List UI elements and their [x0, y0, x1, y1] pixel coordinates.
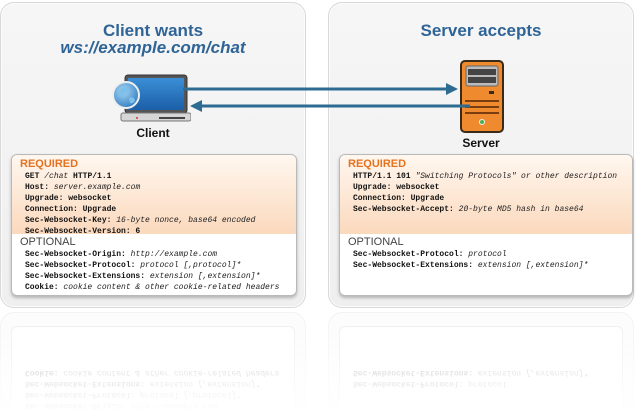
request-line: GET /chat HTTP/1.1: [25, 172, 112, 181]
server-label: Server: [462, 136, 500, 150]
header-sec-websocket-version: Sec-Websocket-Version: 6: [25, 227, 141, 236]
header-upgrade: Upgrade: websocket: [25, 194, 112, 203]
server-required-section: REQUIRED HTTP/1.1 101 "Switching Protoco…: [340, 155, 632, 234]
header-sec-websocket-origin: Sec-Websocket-Origin: http://example.com: [25, 250, 218, 259]
client-required-heading: REQUIRED: [20, 158, 79, 170]
header-sec-websocket-key: Sec-Websocket-Key: 16-byte nonce, base64…: [25, 216, 256, 225]
header-sec-websocket-extensions: Sec-Websocket-Extensions: extension [,ex…: [353, 261, 589, 270]
header-connection: Connection: Upgrade: [25, 205, 117, 214]
header-sec-websocket-protocol: Sec-Websocket-Protocol: protocol [,proto…: [25, 261, 242, 270]
client-title: Client wants: [102, 21, 204, 40]
client-panel-reflection: Sec-Websocket-Origin: http://example.com…: [0, 312, 306, 416]
server-panel: Server accepts Server REQUIRED HTTP/1.1 …: [328, 2, 634, 308]
client-headers-card: REQUIRED GET /chat HTTP/1.1 Host: server…: [11, 154, 297, 296]
server-headers-card: REQUIRED HTTP/1.1 101 "Switching Protoco…: [339, 154, 633, 296]
laptop-with-globe-icon: [112, 74, 191, 122]
server-tower-icon: [460, 60, 504, 133]
client-panel: Client wants ws://example.com/chat Clien…: [0, 2, 306, 308]
client-optional-heading: OPTIONAL: [20, 236, 76, 248]
header-sec-websocket-accept: Sec-Websocket-Accept: 20-byte MD5 hash i…: [353, 205, 584, 214]
header-host: Host: server.example.com: [25, 183, 141, 192]
server-panel-reflection: Sec-Websocket-Protocol: protocol Sec-Web…: [328, 312, 634, 416]
header-sec-websocket-protocol: Sec-Websocket-Protocol: protocol: [353, 250, 507, 259]
header-upgrade: Upgrade: websocket: [353, 183, 440, 192]
client-required-section: REQUIRED GET /chat HTTP/1.1 Host: server…: [12, 155, 296, 236]
server-optional-section: OPTIONAL Sec-Websocket-Protocol: protoco…: [340, 234, 632, 273]
header-connection: Connection: Upgrade: [353, 194, 445, 203]
server-required-heading: REQUIRED: [348, 158, 407, 170]
header-sec-websocket-extensions: Sec-Websocket-Extensions: extension [,ex…: [25, 272, 261, 281]
server-title: Server accepts: [420, 21, 542, 40]
server-optional-heading: OPTIONAL: [348, 236, 404, 248]
client-url: ws://example.com/chat: [60, 38, 246, 57]
client-optional-section: OPTIONAL Sec-Websocket-Origin: http://ex…: [12, 234, 296, 295]
status-line: HTTP/1.1 101 "Switching Protocols" or ot…: [353, 172, 618, 181]
client-label: Client: [136, 126, 170, 140]
header-cookie: Cookie: cookie content & other cookie-re…: [25, 283, 280, 292]
